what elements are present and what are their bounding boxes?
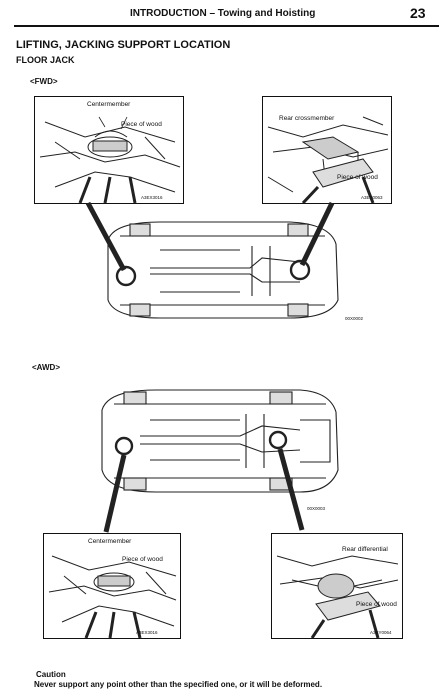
awd-rear-wood-label: Piece of wood <box>356 601 397 608</box>
fwd-rear-crossmember-detail: Rear crossmember Piece of wood A3EY0063 <box>262 96 392 204</box>
awd-centermember-detail: Centermember Piece of wood A3EX3016 <box>43 533 181 639</box>
section-title: LIFTING, JACKING SUPPORT LOCATION <box>16 39 231 51</box>
fwd-label: <FWD> <box>30 77 58 86</box>
awd-rear-differential-illustration <box>276 555 399 638</box>
caution-text: Never support any point other than the s… <box>34 680 323 689</box>
fwd-rear-crossmember-illustration <box>267 116 389 203</box>
caution-title: Caution <box>36 670 66 679</box>
fwd-centermember-code: A3EX3016 <box>141 195 163 200</box>
fwd-centermember-detail: Centermember Piece of wood A3EX3016 <box>34 96 184 204</box>
section-subtitle: FLOOR JACK <box>16 55 75 65</box>
awd-centermember-code: A3EX3016 <box>136 630 158 635</box>
fwd-centermember-illustration <box>39 116 181 203</box>
awd-label: <AWD> <box>32 363 61 372</box>
fwd-rear-crossmember-code: A3EY0063 <box>361 195 383 200</box>
page-number: 23 <box>410 5 426 21</box>
awd-rear-differential-code: A3EY0064 <box>370 630 392 635</box>
awd-underbody-code: 00X0003 <box>307 506 326 511</box>
awd-rear-differential-label: Rear differential <box>342 546 388 553</box>
fwd-centermember-label: Centermember <box>87 101 131 108</box>
awd-centermember-label: Centermember <box>88 538 132 545</box>
fwd-rear-crossmember-label: Rear crossmember <box>279 115 335 122</box>
fwd-rear-wood-label: Piece of wood <box>337 174 378 181</box>
awd-rear-differential-detail: Rear differential Piece of wood A3EY0064 <box>271 533 403 639</box>
fwd-underbody-code: 00X0002 <box>345 316 364 321</box>
awd-centermember-illustration <box>48 555 177 638</box>
fwd-centermember-wood-label: Piece of wood <box>121 121 162 128</box>
header-rule <box>14 25 439 27</box>
awd-centermember-wood-label: Piece of wood <box>122 556 163 563</box>
running-header-title: INTRODUCTION – Towing and Hoisting <box>130 8 316 19</box>
